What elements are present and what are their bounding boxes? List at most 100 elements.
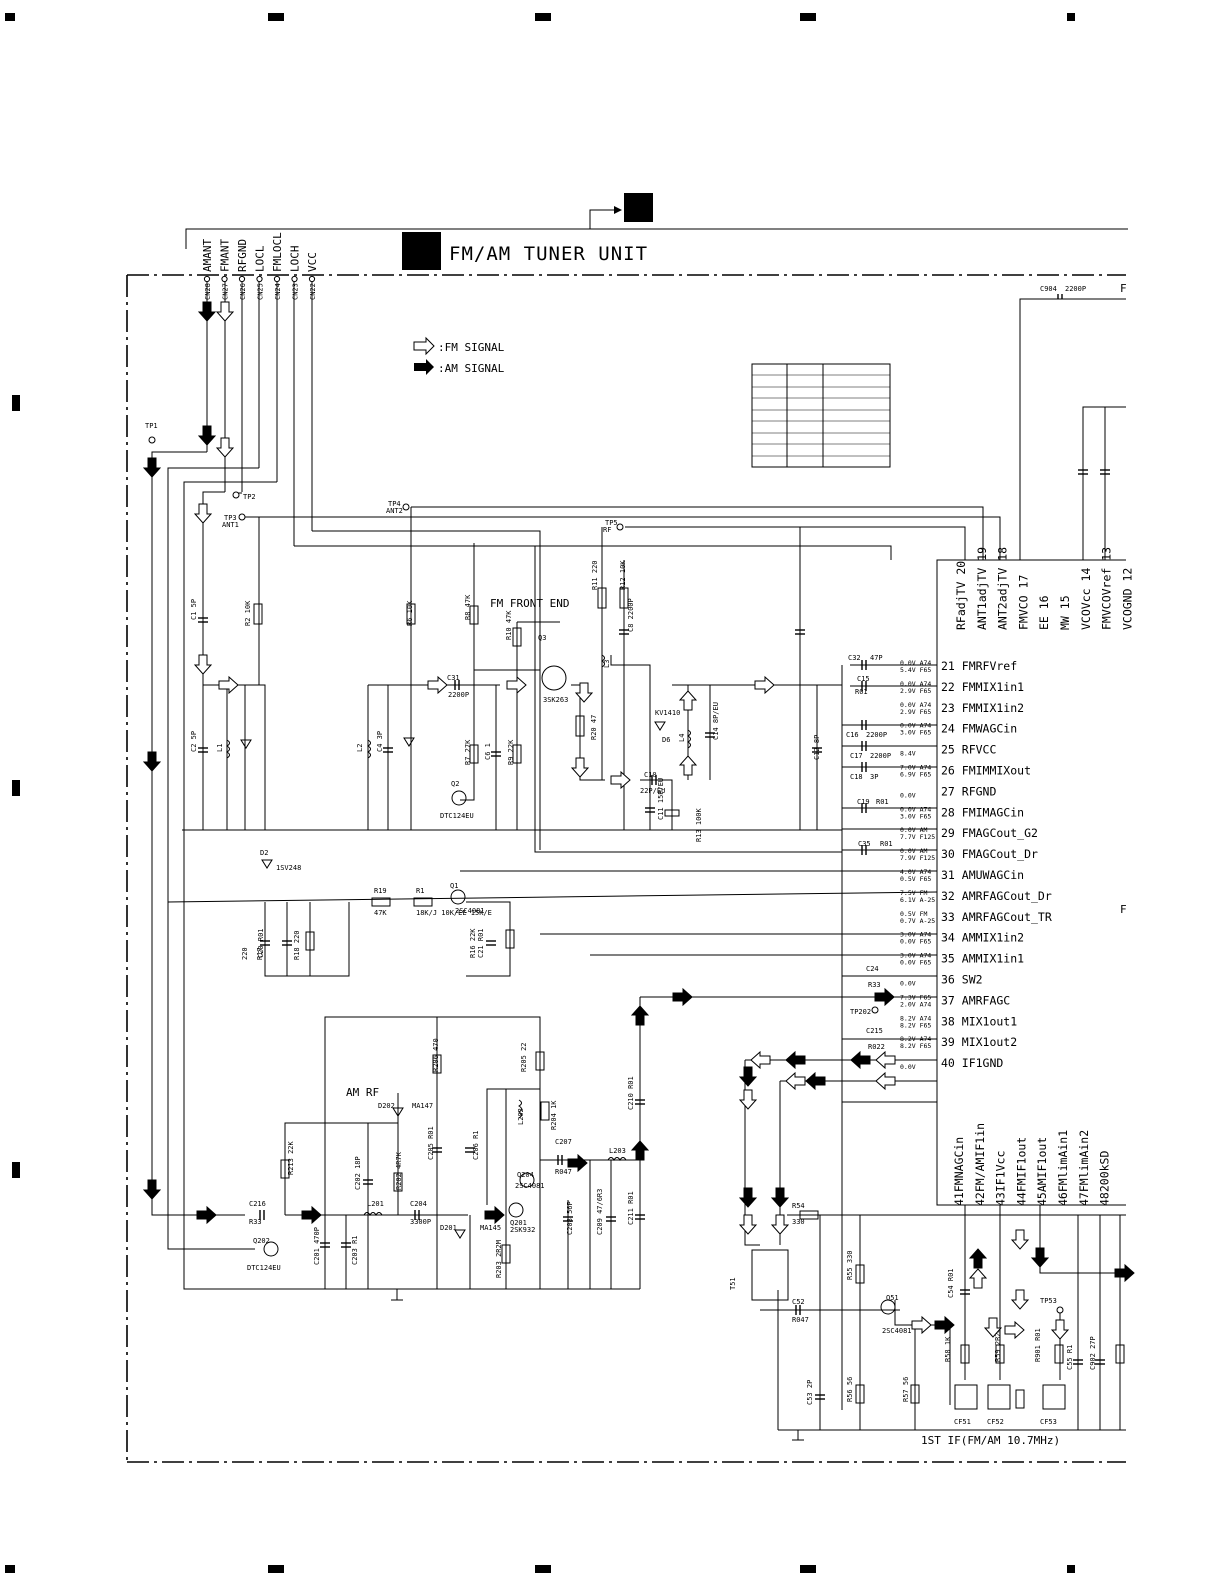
am-signal-arrow-icon — [672, 987, 693, 1007]
fm-signal-arrow-icon — [218, 675, 239, 695]
ic-pin-18: ANT2adjTV 18 — [996, 547, 1010, 630]
test-point-label-tp202: TP202 — [850, 1008, 871, 1016]
test-point-tp202 — [871, 1006, 879, 1014]
ic-pin-33-voltage-b: 0.7V A-25 — [900, 917, 935, 925]
capacitor-c20: C20 R01 — [257, 928, 265, 958]
c216-ref: C215 — [866, 1027, 883, 1035]
resistor-r204: R204 1K — [550, 1100, 558, 1130]
c201-val: R33 — [249, 1218, 262, 1226]
fm-signal-arrow-icon — [738, 1089, 758, 1110]
c18-val: 2200P — [870, 752, 891, 760]
ic-pin-39-voltage-b: 8.2V F65 — [900, 1042, 931, 1050]
q202-part: DTC124EU — [247, 1264, 281, 1272]
connector-label-vcc: VCC — [306, 252, 319, 272]
am-signal-arrow-icon — [805, 1071, 826, 1091]
test-point-tp53 — [1056, 1306, 1064, 1314]
connector-pin — [221, 275, 228, 283]
resistor-r213: R213 22K — [287, 1140, 295, 1175]
c20-ref: C35 — [858, 840, 871, 848]
fm-signal-arrow-icon — [968, 1268, 988, 1289]
ic-pin-23-voltage-a: 0.0V A74 — [900, 701, 931, 709]
capacitor-c54: C54 R01 — [947, 1268, 955, 1298]
ic-pin-20: RFadjTV 20 — [954, 561, 968, 630]
resistor-r9: R9 22K — [507, 739, 515, 765]
capacitor-c208: C208 56P — [566, 1201, 574, 1235]
ic-pin-23-voltage-b: 2.9V F65 — [900, 708, 931, 716]
q2-ref: Q2 — [451, 780, 459, 788]
ic-pin-36: 36 SW2 — [941, 973, 983, 987]
l203-ref: L203 — [609, 1147, 626, 1155]
c15-val: 47P — [870, 654, 883, 662]
ic-pin-12: VCOGND 12 — [1120, 568, 1134, 630]
capacitor-c205: C205 R01 — [427, 1126, 435, 1160]
resistor-r7: R7 27K — [464, 739, 472, 765]
am-signal-arrow-icon — [850, 1050, 871, 1070]
capacitor-c1: C1 5P — [190, 599, 198, 620]
resistor-r18: R18 220 — [293, 930, 301, 960]
am-signal-arrow-icon — [196, 1205, 217, 1225]
resistor-r59: R59 2R2M — [994, 1328, 1002, 1362]
ic-pin-28-voltage-b: 3.0V F65 — [900, 812, 931, 820]
am-signal-arrow-icon — [484, 1205, 505, 1225]
am-signal-arrow-icon — [874, 987, 895, 1007]
legend-am-label: :AM SIGNAL — [438, 362, 505, 375]
am-signal-arrow-icon — [197, 425, 217, 446]
test-point-label-tp5: TP5 — [605, 519, 618, 527]
am-signal-arrow-icon — [1114, 1263, 1135, 1283]
am-rf-label: AM RF — [346, 1086, 379, 1099]
ic-pin-38-voltage-b: 8.2V F65 — [900, 1021, 931, 1029]
ic-pin-14: VCOVcc 14 — [1079, 568, 1093, 630]
resistor-r56: R56 56 — [846, 1377, 854, 1402]
c16-ref: C15 — [857, 675, 870, 683]
ic-pin-46: 46FMlimAin1 — [1056, 1130, 1070, 1206]
c201-ref: C216 — [249, 1200, 266, 1208]
resistor-r10: R10 47K — [505, 610, 513, 640]
ic-pin-47: 47FMlimAin2 — [1077, 1130, 1091, 1206]
fm-front-end-label: FM FRONT END — [490, 597, 569, 610]
d2-ref: D2 — [260, 849, 268, 857]
c51-val: R047 — [792, 1316, 809, 1324]
c902-val: 2200P — [1065, 285, 1086, 293]
ic-pin-29-voltage-a: 0.0V AM — [900, 826, 927, 834]
ic-pin-30-voltage-a: 0.0V AM — [900, 847, 927, 855]
resistor-r55: R55 330 — [846, 1250, 854, 1280]
ic-pin-29: 29 FMAGCout_G2 — [941, 826, 1038, 840]
capacitor-c6: C6 1 — [484, 743, 492, 760]
ic-pin-29-voltage-b: 7.7V F125 — [900, 833, 935, 841]
c20-val: R01 — [880, 840, 893, 848]
resistor-r1-ref: R17 — [256, 947, 264, 960]
r51-ref: R54 — [792, 1202, 805, 1210]
r17-val: 47K — [374, 909, 387, 917]
cf52-ref: CF52 — [987, 1418, 1004, 1426]
d2-part: 1SV248 — [276, 864, 301, 872]
header-bracket: FM/AM TUNER UNIT — [185, 193, 1128, 270]
inductor-l4: L4 — [678, 734, 686, 742]
legend-fm-label: :FM SIGNAL — [438, 341, 505, 354]
fm-signal-arrow-icon — [785, 1071, 806, 1091]
c51-ref: C52 — [792, 1298, 805, 1306]
ic-pin-27-voltage-b: 0.0V — [900, 791, 916, 799]
resistor-r203: R203 2R2M — [495, 1240, 503, 1278]
ic-pin-38: 38 MIX1out1 — [941, 1014, 1017, 1028]
capacitor-c202: C202 18P — [354, 1156, 362, 1190]
ic-pin-25-voltage-b: 8.4V — [900, 750, 916, 758]
ic-pin-34-voltage-a: 3.0V A74 — [900, 931, 931, 939]
board-outline: F F — [126, 274, 1127, 1463]
c205-val: 3300P — [410, 1218, 431, 1226]
q1-ref: Q1 — [450, 882, 458, 890]
unit-reference-badge — [624, 193, 653, 222]
capacitor-c53: C53 2P — [806, 1380, 814, 1405]
l201-ref: L201 — [367, 1200, 384, 1208]
connector-pin — [308, 275, 316, 283]
ic-pin-37: 37 AMRFAGC — [941, 993, 1010, 1007]
first-if-label: 1ST IF(FM/AM 10.7MHz) — [921, 1434, 1060, 1447]
d202-part: MA147 — [412, 1102, 433, 1110]
r18-val: 18K/J 10K/EE 15K/E — [416, 909, 492, 917]
ic-pin-38-voltage-a: 8.2V A74 — [900, 1014, 931, 1022]
test-point-label-tp53: TP53 — [1040, 1297, 1057, 1305]
ic-pin-27: 27 RFGND — [941, 784, 996, 798]
am-signal-arrow-icon — [968, 1248, 988, 1269]
c15-ref: C32 — [848, 654, 861, 662]
ic-pin-35-voltage-a: 3.0V A74 — [900, 952, 931, 960]
